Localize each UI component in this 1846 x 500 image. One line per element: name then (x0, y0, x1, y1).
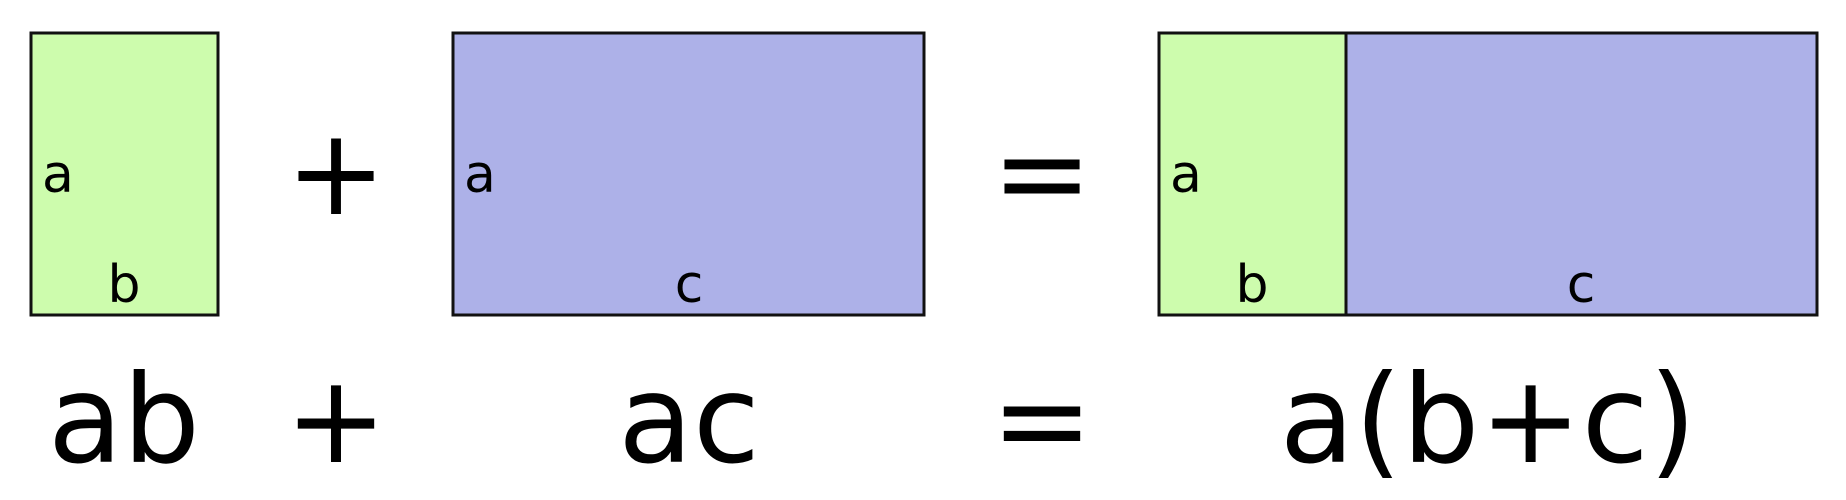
area-ac-width-label: c (675, 255, 704, 315)
combined-area: a b c (1157, 31, 1819, 317)
area-ac: a c (451, 31, 926, 317)
area-ab: a b (29, 31, 220, 317)
area-ab-width-label: b (107, 255, 140, 315)
combined-rectangle-c (1344, 31, 1819, 317)
formula-plus: + (285, 349, 387, 491)
combined-area-height-label: a (1170, 145, 1202, 205)
rectangle-ab (29, 31, 220, 317)
formula-term-ac: ac (618, 349, 760, 491)
combined-rectangle-b (1157, 31, 1348, 317)
formula-equals: = (991, 349, 1093, 491)
combined-area-width-b-label: b (1235, 255, 1268, 315)
area-ab-height-label: a (42, 145, 74, 205)
formula-term-ab: ab (48, 349, 200, 491)
rectangle-ac (451, 31, 926, 317)
equals-operator-diagram: = (992, 104, 1093, 243)
formula-row: ab + ac = a(b+c) (48, 349, 1696, 491)
combined-area-width-c-label: c (1567, 255, 1596, 315)
formula-term-a-b-plus-c: a(b+c) (1280, 349, 1697, 491)
plus-operator-diagram: + (286, 104, 387, 243)
area-ac-height-label: a (464, 145, 496, 205)
